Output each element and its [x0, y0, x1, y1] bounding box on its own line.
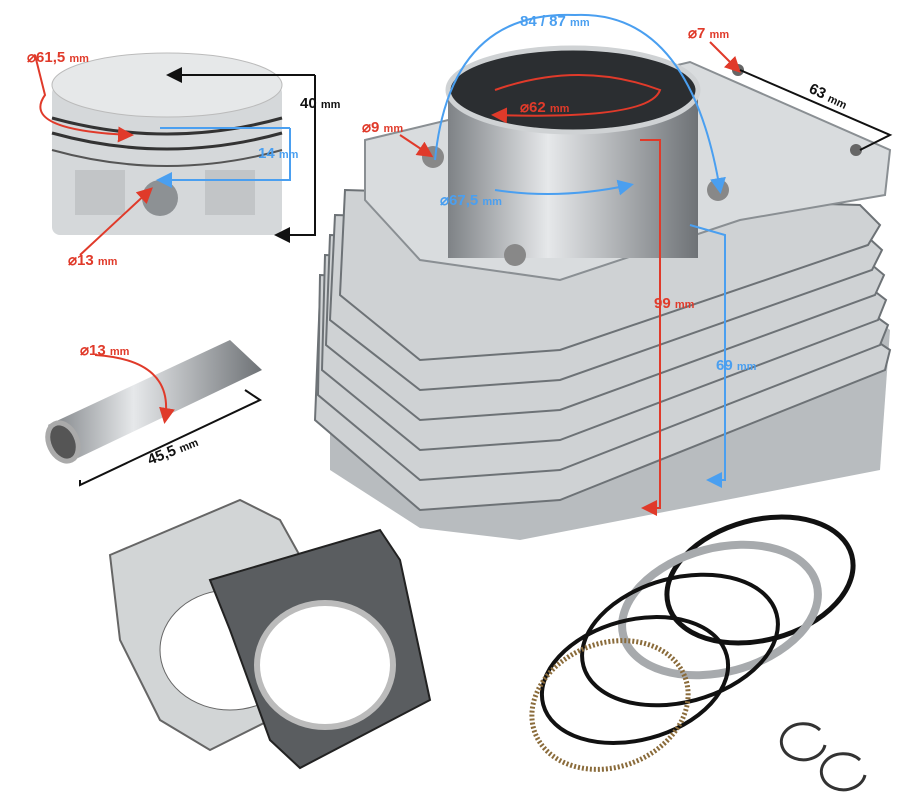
pin-length-label: 45,5 mm	[145, 433, 201, 469]
pin-diameter-label: ⌀13 mm	[80, 342, 130, 359]
piston	[51, 52, 283, 235]
piston-pin	[45, 340, 262, 464]
liner-outer-label: ⌀67,5 mm	[440, 192, 502, 209]
gasket-head	[208, 528, 432, 770]
bolt-spacing-label: 84 / 87 mm	[520, 13, 590, 30]
piston-height-label: 40 mm	[300, 95, 341, 112]
stud-hole	[504, 244, 526, 266]
small-hole	[850, 144, 862, 156]
cylinder-block	[313, 45, 892, 540]
piston-pin-hole	[142, 180, 178, 216]
dimension-lines	[34, 13, 893, 516]
fin-height-label: 69 mm	[716, 357, 757, 374]
stud-hole	[422, 146, 444, 168]
circlips	[779, 722, 867, 792]
pin-hole-label: ⌀13 mm	[68, 252, 118, 269]
total-height-label: 99 mm	[654, 295, 695, 312]
piston-diameter-label: ⌀61,5 mm	[27, 49, 89, 66]
ring-zone-label: 14 mm	[258, 145, 299, 162]
bore-label: ⌀62 mm	[520, 99, 570, 116]
small-hole-label: ⌀7 mm	[688, 25, 729, 42]
cylinder-bore	[445, 45, 701, 135]
stud-hole-label: ⌀9 mm	[362, 119, 403, 136]
piston-rings	[529, 514, 856, 772]
